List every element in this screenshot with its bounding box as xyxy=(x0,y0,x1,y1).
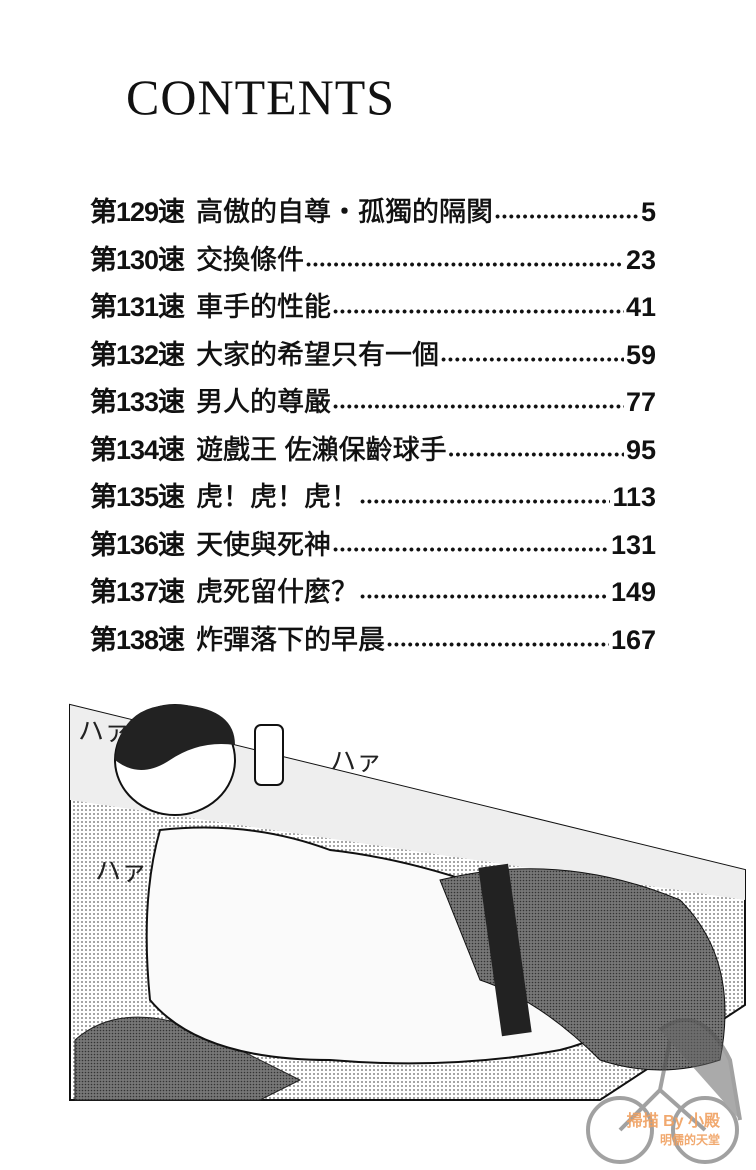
chapter-number: 第138速 xyxy=(90,624,185,655)
page-number: 23 xyxy=(625,244,656,275)
page-number: 41 xyxy=(625,292,656,322)
leader-dots xyxy=(333,292,624,323)
leader-dots xyxy=(306,245,624,276)
page-number: 77 xyxy=(625,387,656,417)
hair xyxy=(115,704,235,770)
sfx-haa: ハァ xyxy=(95,857,147,887)
leader-dots xyxy=(360,482,610,513)
belt xyxy=(478,863,532,1037)
chapter-number: 第129速 xyxy=(90,197,185,227)
page-number: 5 xyxy=(640,197,656,227)
page-number: 59 xyxy=(625,339,656,370)
chapter-number: 第136速 xyxy=(90,529,185,560)
chapter-title: 虎！虎！虎！ xyxy=(196,482,359,513)
leader-dots xyxy=(387,625,609,656)
leader-dots xyxy=(360,577,609,608)
sfx-haa: ハァ xyxy=(330,747,382,777)
scanner-watermark: 掃描 By 小殿 明儒的天堂 xyxy=(610,1113,720,1149)
chapter-title: 車手的性能 xyxy=(196,292,332,323)
chapter-number: 第133速 xyxy=(90,387,185,417)
phone xyxy=(254,724,284,786)
wall xyxy=(70,705,745,900)
page-number: 149 xyxy=(610,577,656,607)
chapter-title: 炸彈落下的早晨 xyxy=(196,624,386,655)
chapter-number: 第131速 xyxy=(90,292,185,322)
chapter-title: 男人的尊嚴 xyxy=(196,387,332,418)
leader-dots xyxy=(449,435,624,466)
chapter-number: 第135速 xyxy=(90,482,185,512)
chapter-number: 第137速 xyxy=(90,577,185,607)
leader-dots xyxy=(333,530,609,561)
chapter-title: 大家的希望只有一個 xyxy=(196,339,440,370)
page-number: 113 xyxy=(612,482,656,512)
chapter-number: 第134速 xyxy=(90,434,185,465)
chapter-title: 虎死留什麼？ xyxy=(196,577,359,608)
leader-dots xyxy=(495,197,639,228)
chapter-title: 交換條件 xyxy=(196,244,305,275)
leader-dots xyxy=(441,340,624,371)
sfx-haa: ハァ xyxy=(78,717,130,747)
pillow xyxy=(74,1016,302,1101)
chapter-title: 高傲的自尊・孤獨的隔閡 xyxy=(196,197,494,228)
chapter-number: 第132速 xyxy=(90,339,185,370)
page-title: CONTENTS xyxy=(126,69,396,125)
chapter-title: 天使與死神 xyxy=(196,529,332,560)
manga-illustration: ハァ ハァ ハァ xyxy=(69,703,746,1164)
chapter-title: 遊戲王 佐瀨保齡球手 xyxy=(196,434,447,465)
watermark-line-1: 掃描 By 小殿 xyxy=(626,1113,720,1130)
page-number: 131 xyxy=(610,529,656,560)
sfx-text: ハァ ハァ ハァ xyxy=(78,717,382,887)
leader-dots xyxy=(333,387,624,418)
chapter-number: 第130速 xyxy=(90,244,185,275)
bicycle-watermark-graphic xyxy=(586,1018,742,1164)
watermark-line-2: 明儒的天堂 xyxy=(659,1133,720,1147)
page-number: 95 xyxy=(625,434,656,465)
page-number: 167 xyxy=(610,624,656,655)
